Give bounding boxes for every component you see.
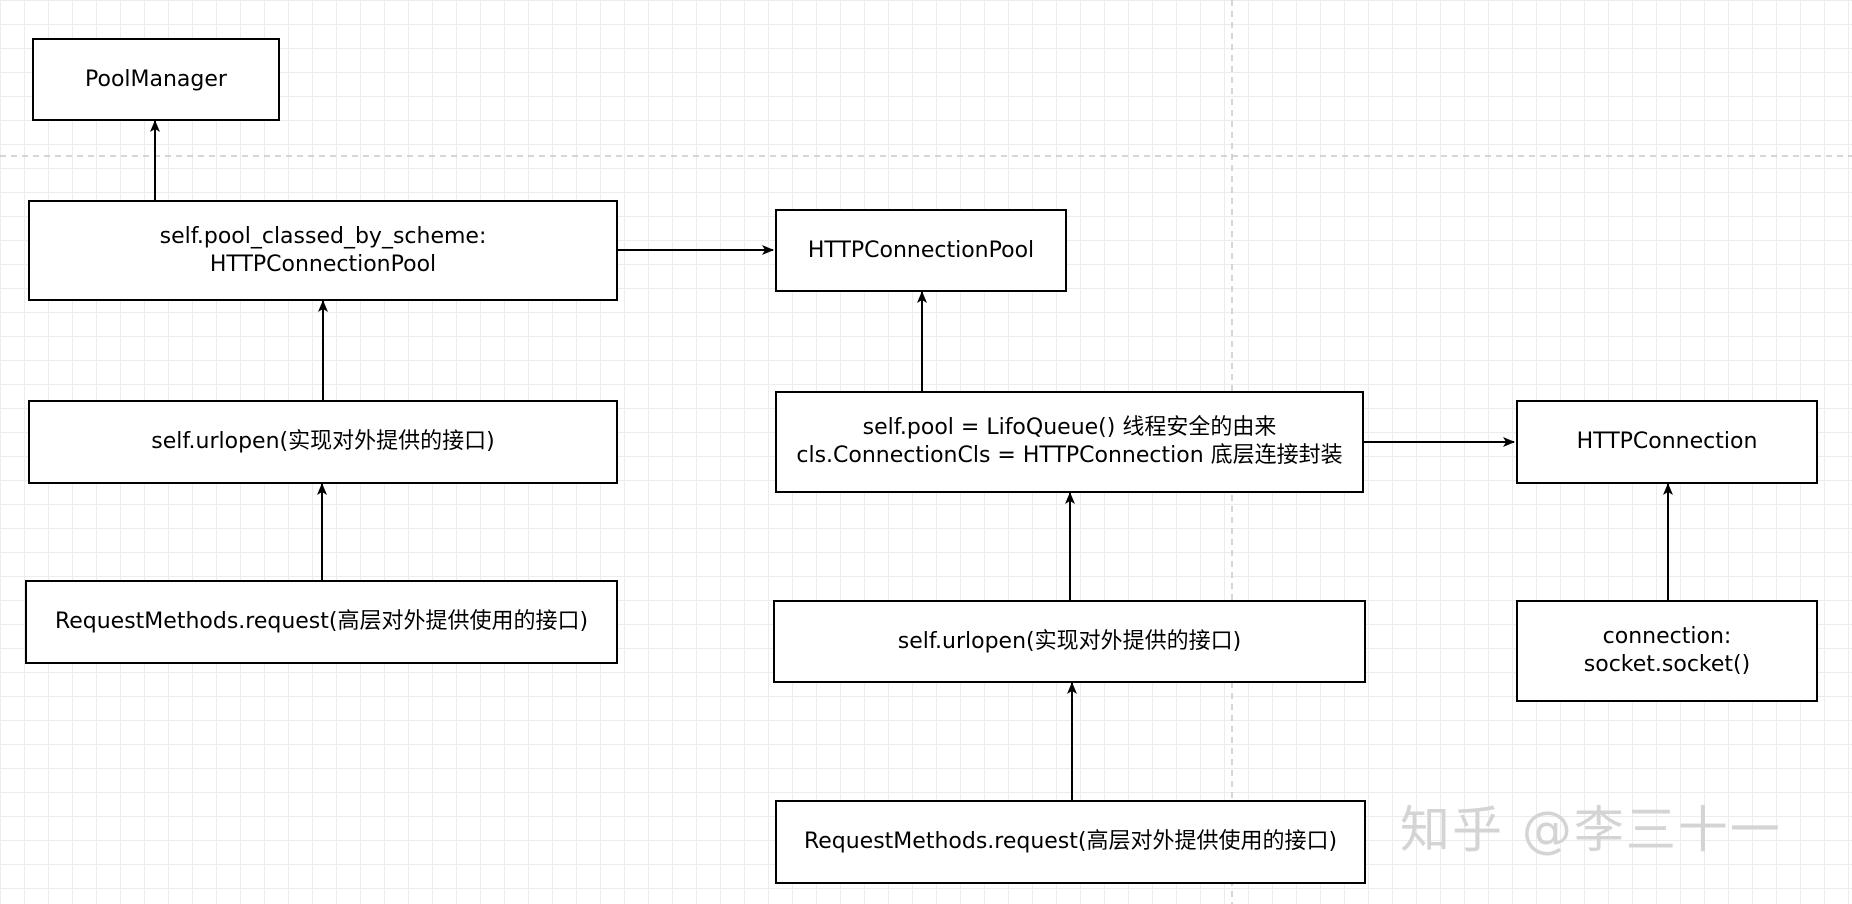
socket-connection-node: connection: socket.socket() (1516, 600, 1818, 702)
http-connection-pool-node: HTTPConnectionPool (775, 209, 1067, 292)
pool-internals-label-line-1: self.pool = LifoQueue() 线程安全的由来 (862, 415, 1277, 440)
pool-classed-by-scheme-label-line-2: HTTPConnectionPool (209, 251, 437, 277)
pool-manager-node: PoolManager (32, 38, 280, 121)
mid-request-node: RequestMethods.request(高层对外提供使用的接口) (775, 800, 1366, 884)
pool-classed-by-scheme-label-line-1: self.pool_classed_by_scheme: (159, 223, 487, 249)
http-connection-node: HTTPConnection (1516, 400, 1818, 484)
left-urlopen-label: self.urlopen(实现对外提供的接口) (151, 429, 495, 454)
mid-request-label: RequestMethods.request(高层对外提供使用的接口) (803, 829, 1338, 854)
pool-internals-node: self.pool = LifoQueue() 线程安全的由来 cls.Conn… (775, 391, 1364, 493)
pool-manager-label: PoolManager (85, 66, 227, 92)
left-request-label: RequestMethods.request(高层对外提供使用的接口) (54, 609, 589, 634)
socket-connection-label-line-1: connection: (1602, 624, 1732, 649)
socket-connection-label-line-2: socket.socket() (1583, 652, 1751, 677)
http-connection-pool-label: HTTPConnectionPool (807, 237, 1035, 263)
watermark-text: 知乎 @李三十一 (1400, 801, 1782, 859)
left-request-node: RequestMethods.request(高层对外提供使用的接口) (25, 580, 618, 664)
mid-urlopen-label: self.urlopen(实现对外提供的接口) (897, 628, 1242, 654)
pool-classed-by-scheme-node: self.pool_classed_by_scheme: HTTPConnect… (28, 200, 618, 301)
pool-internals-label-line-2: cls.ConnectionCls = HTTPConnection 底层连接封… (796, 443, 1343, 468)
left-urlopen-node: self.urlopen(实现对外提供的接口) (28, 400, 618, 484)
mid-urlopen-node: self.urlopen(实现对外提供的接口) (773, 600, 1366, 683)
http-connection-label: HTTPConnection (1576, 429, 1758, 454)
